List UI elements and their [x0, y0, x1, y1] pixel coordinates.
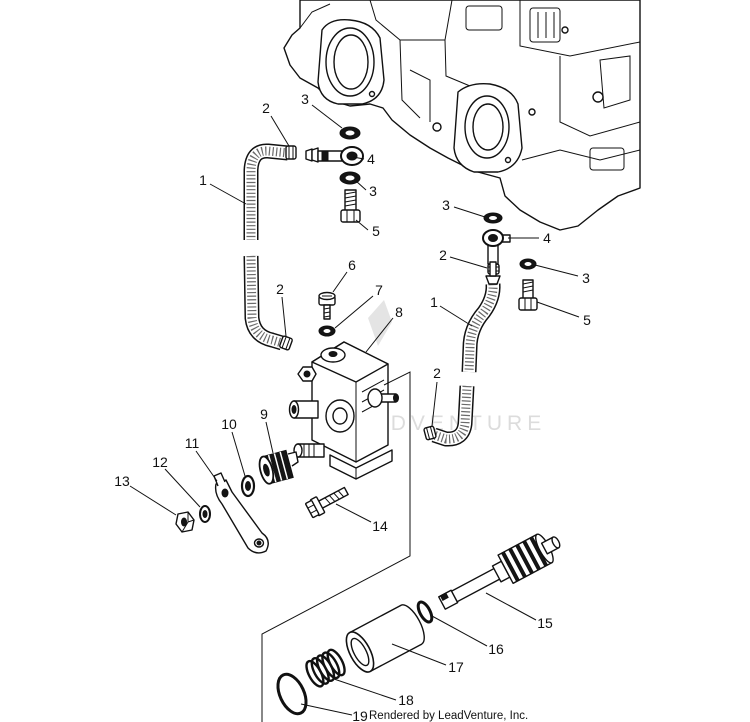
callout-label: 2 [276, 281, 284, 297]
o-ring [276, 672, 308, 716]
callout-label: 1 [430, 294, 438, 310]
banjo-fitting [482, 229, 511, 285]
leader-line [300, 703, 353, 716]
callout-label: 5 [583, 312, 591, 328]
leader-line [449, 256, 488, 269]
screw-washer [318, 325, 336, 337]
leader-line [355, 180, 367, 191]
leader-line [431, 615, 488, 647]
shaft-thrust-washer [416, 600, 434, 624]
leader-line [352, 156, 365, 160]
render-credit: Rendered by LeadVenture, Inc. [369, 710, 528, 722]
bleed-screw [318, 291, 336, 320]
callout-label: 18 [398, 692, 414, 708]
callout-label: 9 [260, 406, 268, 422]
leader-line [281, 296, 287, 337]
leader-line [311, 104, 343, 129]
callout-label: 3 [369, 183, 377, 199]
callout-label: 6 [348, 257, 356, 273]
leader-line [231, 431, 246, 477]
callout-label: 13 [114, 473, 130, 489]
callout-labels: 2 3 4 3 1 5 3 4 2 3 5 6 7 8 2 1 2 9 10 1… [114, 91, 591, 722]
leader-lines [129, 104, 580, 716]
lever-washer [240, 474, 256, 498]
callout-label: 2 [262, 100, 270, 116]
assembly-bracket-line [261, 371, 411, 722]
callout-label: 15 [537, 615, 553, 631]
leader-line [355, 219, 369, 231]
callout-label: 4 [367, 151, 375, 167]
watermark-logo-mark [368, 300, 392, 346]
lever-lock-washer [199, 505, 211, 523]
callout-label: 19 [352, 708, 368, 722]
banjo-bolt [518, 279, 538, 311]
callout-label: 11 [185, 435, 200, 451]
callout-label: 2 [439, 247, 447, 263]
leader-line [335, 503, 372, 523]
shaft-spring [305, 648, 346, 688]
callout-label: 12 [152, 454, 168, 470]
sealing-washer [483, 212, 503, 224]
pump-control-lever [213, 472, 269, 554]
callout-label: 7 [375, 282, 383, 298]
banjo-bolt [340, 189, 361, 223]
sealing-washer [519, 258, 537, 270]
leader-line [365, 317, 394, 353]
callout-label: 3 [582, 270, 590, 286]
oil-hose-left [243, 143, 289, 351]
callout-label: 8 [395, 304, 403, 320]
callout-label: 10 [221, 416, 237, 432]
leader-line [195, 450, 218, 482]
callout-label: 3 [442, 197, 450, 213]
callout-label: 1 [199, 172, 207, 188]
callout-label: 2 [433, 365, 441, 381]
oil-pump-body [288, 341, 399, 480]
leader-line [333, 678, 397, 701]
engine-block [283, 0, 641, 231]
drive-key [287, 451, 299, 467]
leader-line [439, 305, 473, 327]
leader-line [209, 183, 247, 205]
hose-clamp [279, 335, 293, 351]
callout-label: 5 [372, 223, 380, 239]
pump-mounting-bolt [305, 486, 349, 519]
exhaust-port-right [453, 82, 523, 173]
sealing-washer [339, 171, 361, 185]
leader-line [270, 115, 290, 147]
leader-line [332, 271, 348, 293]
callout-label: 16 [488, 641, 504, 657]
shaft-bushing [345, 604, 425, 673]
pump-drive-shaft [438, 533, 561, 610]
leader-line [129, 485, 177, 516]
leader-line [265, 421, 274, 454]
hose-clamp [285, 145, 297, 160]
sealing-washer [339, 126, 361, 140]
leader-line [536, 301, 580, 318]
oil-hose-right [431, 283, 501, 447]
leader-line [334, 295, 374, 329]
leader-line [485, 592, 537, 621]
callout-label: 14 [372, 518, 388, 534]
leader-line [164, 468, 201, 508]
callout-label: 4 [543, 230, 551, 246]
callout-label: 3 [301, 91, 309, 107]
leader-line [453, 206, 486, 218]
leader-line [534, 264, 579, 277]
leader-line [391, 643, 447, 666]
banjo-fitting [305, 146, 364, 166]
hose-clamp [423, 425, 437, 441]
lever-nut [175, 511, 195, 533]
leader-line [431, 381, 438, 427]
callout-label: 17 [448, 659, 464, 675]
pump-drive-gear [258, 449, 294, 485]
exhaust-port-left [317, 19, 385, 105]
